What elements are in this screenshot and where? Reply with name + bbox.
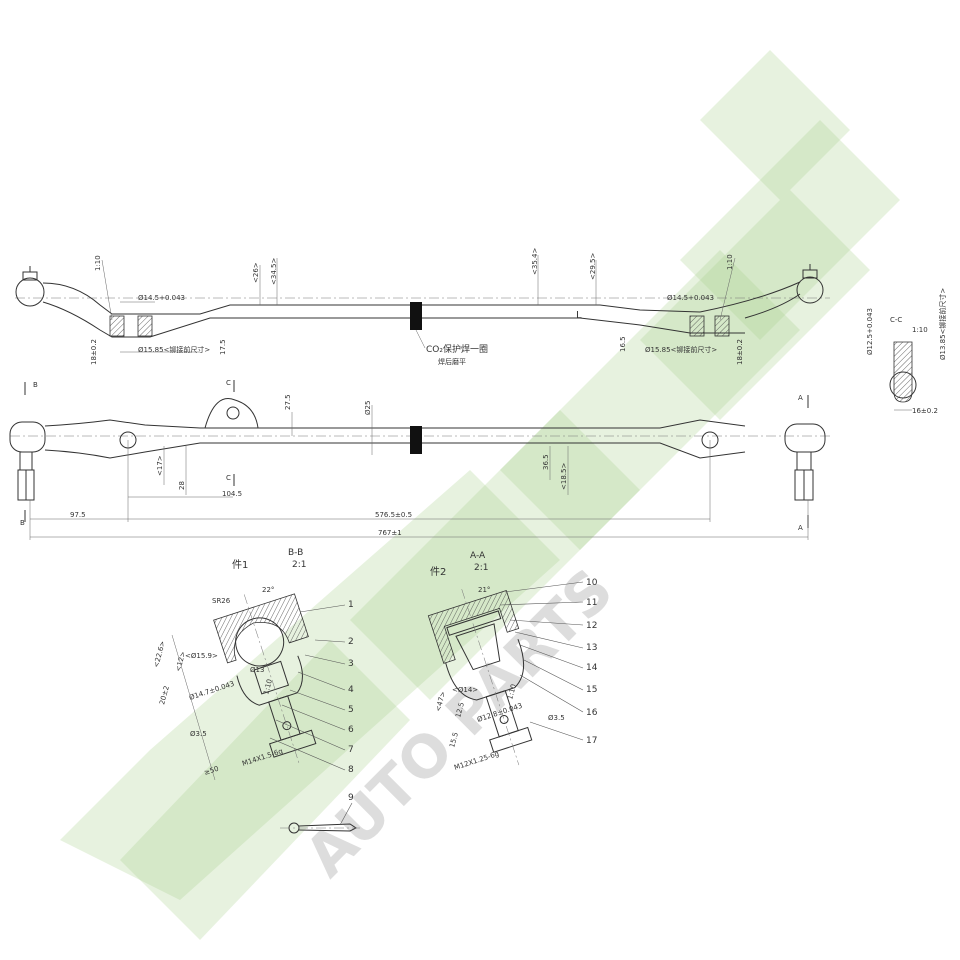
section-mark-c-bottom: C <box>226 474 231 482</box>
part2-dim-155: 15.5 <box>448 731 460 748</box>
callout-14: 14 <box>586 663 598 673</box>
dim-phi145-left: Ø14.5+0.043 <box>138 294 185 302</box>
dim-1-10-right: 1:10 <box>726 254 734 270</box>
part1-scale: 2:1 <box>292 560 306 570</box>
dim-18-right: 18±0.2 <box>736 339 744 365</box>
dim-345: <34.5> <box>270 258 278 285</box>
co2-note-line2: 焊后磨平 <box>438 357 466 366</box>
tie-rod-top-view: 1:10 Ø14.5+0.043 Ø15.85<铆接前尺寸> 18±0.2 17… <box>15 248 830 366</box>
part2-dim-125: 12.5 <box>454 701 466 718</box>
dim-26: <26> <box>252 262 260 283</box>
part2-dim-35: Ø3.5 <box>548 714 565 722</box>
dim-185: <18.5> <box>560 463 568 490</box>
part1-dim-13: Ø13 <box>250 666 264 674</box>
dim-phi1585-right: Ø15.85<铆接前尺寸> <box>645 345 717 354</box>
dim-295: <29.5> <box>589 253 597 280</box>
callout-2: 2 <box>348 637 354 647</box>
section-mark-a-top: A <box>798 394 803 402</box>
part1-callouts: 1 2 3 4 5 6 7 8 9 <box>269 600 354 803</box>
dim-5765: 576.5±0.5 <box>375 511 412 519</box>
part1-dim-12: <12> <box>174 650 187 672</box>
part2-dim-ratio: 1:10 <box>506 683 518 700</box>
cc-dim-16: 16±0.2 <box>912 407 938 415</box>
watermark-logo <box>60 50 900 940</box>
dim-275: 27.5 <box>284 394 292 410</box>
dim-phi145-right: Ø14.5+0.043 <box>667 294 714 302</box>
part2-angle: 21° <box>478 586 490 594</box>
dim-1045: 104.5 <box>222 490 242 498</box>
part2-section-title: A-A <box>470 551 486 561</box>
tie-rod-front-view: B B C C A A 27.5 Ø25 <17> 28 104.5 36.5 … <box>9 379 830 540</box>
part1-dim-ratio: 1:10 <box>262 678 274 695</box>
callout-4: 4 <box>348 685 354 695</box>
callout-11: 11 <box>586 598 597 608</box>
cc-ratio: 1:10 <box>912 326 928 334</box>
part2-scale: 2:1 <box>474 563 488 573</box>
section-cc: C-C 1:10 Ø12.5+0.043 Ø13.85<铆接前尺寸> 16±0.… <box>866 288 947 415</box>
dim-975: 97.5 <box>70 511 86 519</box>
dim-165: 16.5 <box>619 336 627 352</box>
dim-28: 28 <box>178 481 186 490</box>
part1-dim-35: Ø3.5 <box>190 730 207 738</box>
cotter-pin <box>280 802 360 834</box>
dim-767: 767±1 <box>378 529 402 537</box>
callout-15: 15 <box>586 685 597 695</box>
dim-18-left: 18±0.2 <box>90 339 98 365</box>
part1-dim-159: <Ø15.9> <box>185 652 218 660</box>
callout-10: 10 <box>586 578 598 588</box>
dim-17: <17> <box>156 455 164 476</box>
dim-L: L <box>576 310 582 321</box>
dim-175: 17.5 <box>219 339 227 355</box>
callout-8: 8 <box>348 765 354 775</box>
callout-16: 16 <box>586 708 598 718</box>
part2-callouts: 10 11 12 13 14 15 16 17 <box>499 578 598 746</box>
cc-dim-phi125: Ø12.5+0.043 <box>866 308 874 355</box>
cc-dim-phi1385: Ø13.85<铆接前尺寸> <box>938 288 947 360</box>
callout-17: 17 <box>586 736 597 746</box>
co2-note-line1: CO₂保护焊一圈 <box>426 343 488 355</box>
dim-phi25: Ø25 <box>364 401 372 415</box>
dim-365: 36.5 <box>542 454 550 470</box>
callout-12: 12 <box>586 621 597 631</box>
section-mark-b-bottom: B <box>20 519 25 527</box>
dim-phi1585-left: Ø15.85<铆接前尺寸> <box>138 345 210 354</box>
callout-13: 13 <box>586 643 597 653</box>
section-mark-b-top: B <box>33 381 38 389</box>
part2-dim-14: <Ø14> <box>452 686 478 694</box>
part2-label: 件2 <box>430 566 446 578</box>
callout-7: 7 <box>348 745 354 755</box>
callout-9: 9 <box>348 793 354 803</box>
part1-angle: 22° <box>262 586 274 594</box>
section-mark-c-top: C <box>226 379 231 387</box>
section-mark-a-bottom: A <box>798 524 803 532</box>
part1-sr: SR26 <box>212 597 231 605</box>
part1-dim-20: 20±2 <box>158 685 171 706</box>
callout-5: 5 <box>348 705 354 715</box>
callout-3: 3 <box>348 659 354 669</box>
dim-1-10-left: 1:10 <box>94 255 102 271</box>
part1-section-title: B-B <box>288 548 303 558</box>
callout-1: 1 <box>348 600 354 610</box>
dim-354: <35.4> <box>531 248 539 275</box>
part1-dim-226: <22.6> <box>152 640 167 669</box>
part1-label: 件1 <box>232 559 248 571</box>
callout-6: 6 <box>348 725 354 735</box>
cc-title: C-C <box>890 316 902 324</box>
